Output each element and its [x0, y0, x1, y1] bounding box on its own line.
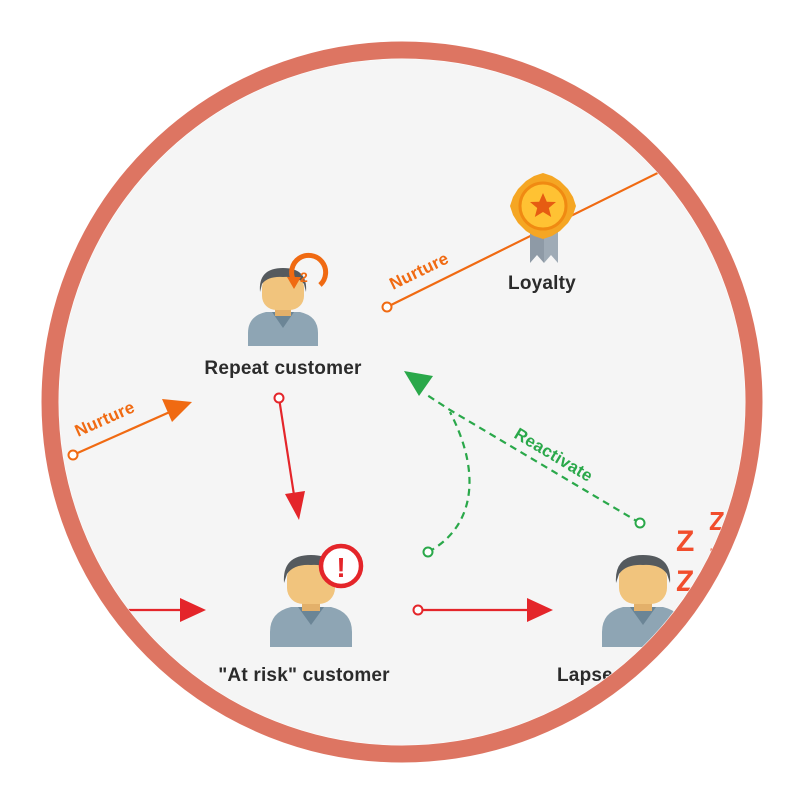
svg-text:Z: Z [676, 525, 694, 558]
repeat-count-badge: 2 [300, 269, 308, 285]
warning-icon: ! [318, 543, 364, 589]
edge-repeat-to-at-risk [273, 392, 305, 520]
arrowhead [162, 399, 192, 422]
arrowhead [180, 598, 206, 622]
node-at-risk-customer: ! "At risk" customer [218, 543, 390, 686]
node-label-at-risk-customer: "At risk" customer [218, 665, 390, 686]
arrowhead [527, 598, 553, 622]
arrowhead [404, 371, 433, 396]
background-disc [59, 59, 745, 745]
warning-badge: ! [336, 552, 345, 583]
edge-at-risk-to-lapsed [412, 598, 553, 622]
node-label-loyalty: Loyalty [508, 273, 576, 294]
outer-ring [41, 41, 763, 763]
award-badge-icon [510, 173, 576, 263]
edge-nurture-left: Nurture [67, 397, 192, 461]
node-label-repeat-customer: Repeat customer [204, 358, 362, 379]
node-repeat-customer: 2 Repeat customer [204, 252, 362, 379]
arrowhead [285, 491, 305, 520]
node-loyalty: Loyalty [508, 173, 576, 294]
node-label-lapsed-customer: Lapse [557, 665, 613, 686]
repeat-cycle-icon: 2 [287, 252, 329, 289]
